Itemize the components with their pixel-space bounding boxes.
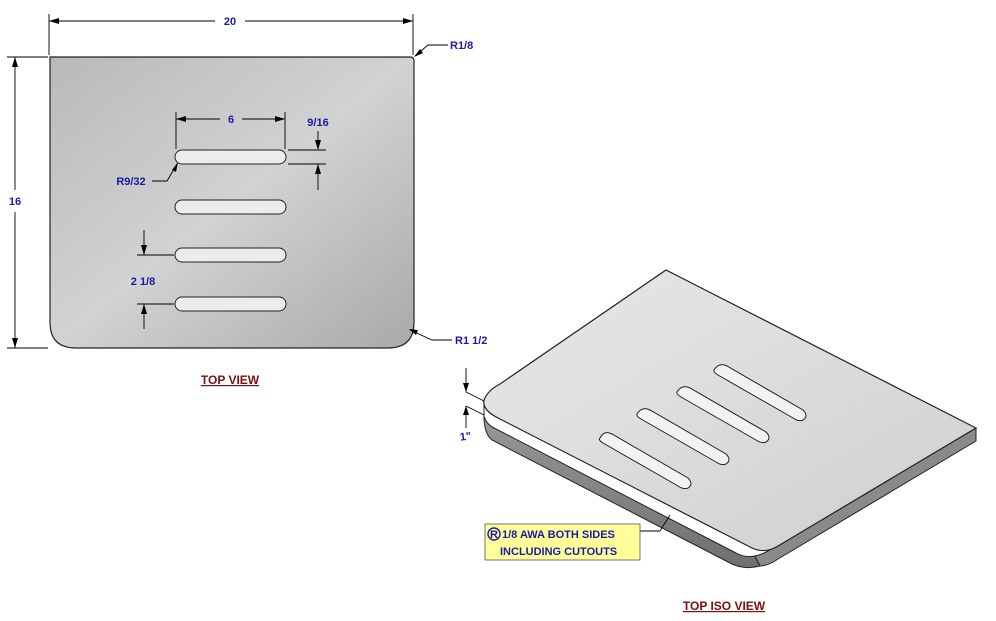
weld-symbol <box>487 527 501 541</box>
dimension-corner-small: R1/8 <box>414 40 473 57</box>
slot-3 <box>174 247 287 263</box>
weld-note-line2: INCLUDING CUTOUTS <box>500 546 617 558</box>
iso-slot-1 <box>598 432 692 490</box>
iso-edge-front-right <box>754 427 977 567</box>
weld-note: R 1/8 AWA BOTH SIDES INCLUDING CUTOUTS <box>484 514 671 561</box>
dim-width-label: 20 <box>224 16 236 28</box>
dimension-slot-pitch: 2 1/8 <box>131 230 174 329</box>
iso-view-title: TOP ISO VIEW <box>683 599 766 613</box>
svg-text:R: R <box>490 529 498 541</box>
top-view: 20 16 6 <box>7 14 487 387</box>
dim-height-label: 16 <box>9 196 21 208</box>
dimension-corner-large: R1 1/2 <box>409 329 487 347</box>
dim-slot-width-label: 9/16 <box>307 117 328 129</box>
slot-1 <box>174 149 287 165</box>
iso-slot-2 <box>636 408 730 466</box>
dimension-slot-width: 9/16 <box>288 117 329 190</box>
dim-corner-large-label: R1 1/2 <box>455 335 487 347</box>
dim-slot-pitch-label: 2 1/8 <box>131 276 155 288</box>
slot-2 <box>174 199 287 215</box>
top-view-title: TOP VIEW <box>201 373 260 387</box>
dimension-slot-radius: R9/32 <box>116 162 178 188</box>
top-iso-view: 1" R 1/8 AWA BOTH SIDES INCLUDING CUTOUT… <box>459 269 978 613</box>
dim-thickness-label: 1" <box>459 430 472 443</box>
dimension-thickness: 1" <box>459 368 485 444</box>
weld-note-box <box>484 523 641 561</box>
iso-top-face <box>483 269 978 552</box>
slot-4 <box>174 296 287 312</box>
dimension-height: 16 <box>7 56 48 349</box>
dim-corner-small-label: R1/8 <box>450 40 473 52</box>
iso-slot-3 <box>676 386 770 444</box>
dimension-width: 20 <box>48 14 414 55</box>
dim-slot-radius-label: R9/32 <box>116 176 145 188</box>
dimension-slot-length: 6 <box>175 112 286 149</box>
weld-note-line1: 1/8 AWA BOTH SIDES <box>502 529 615 541</box>
dim-slot-length-label: 6 <box>228 114 234 126</box>
iso-slot-4 <box>713 364 807 422</box>
